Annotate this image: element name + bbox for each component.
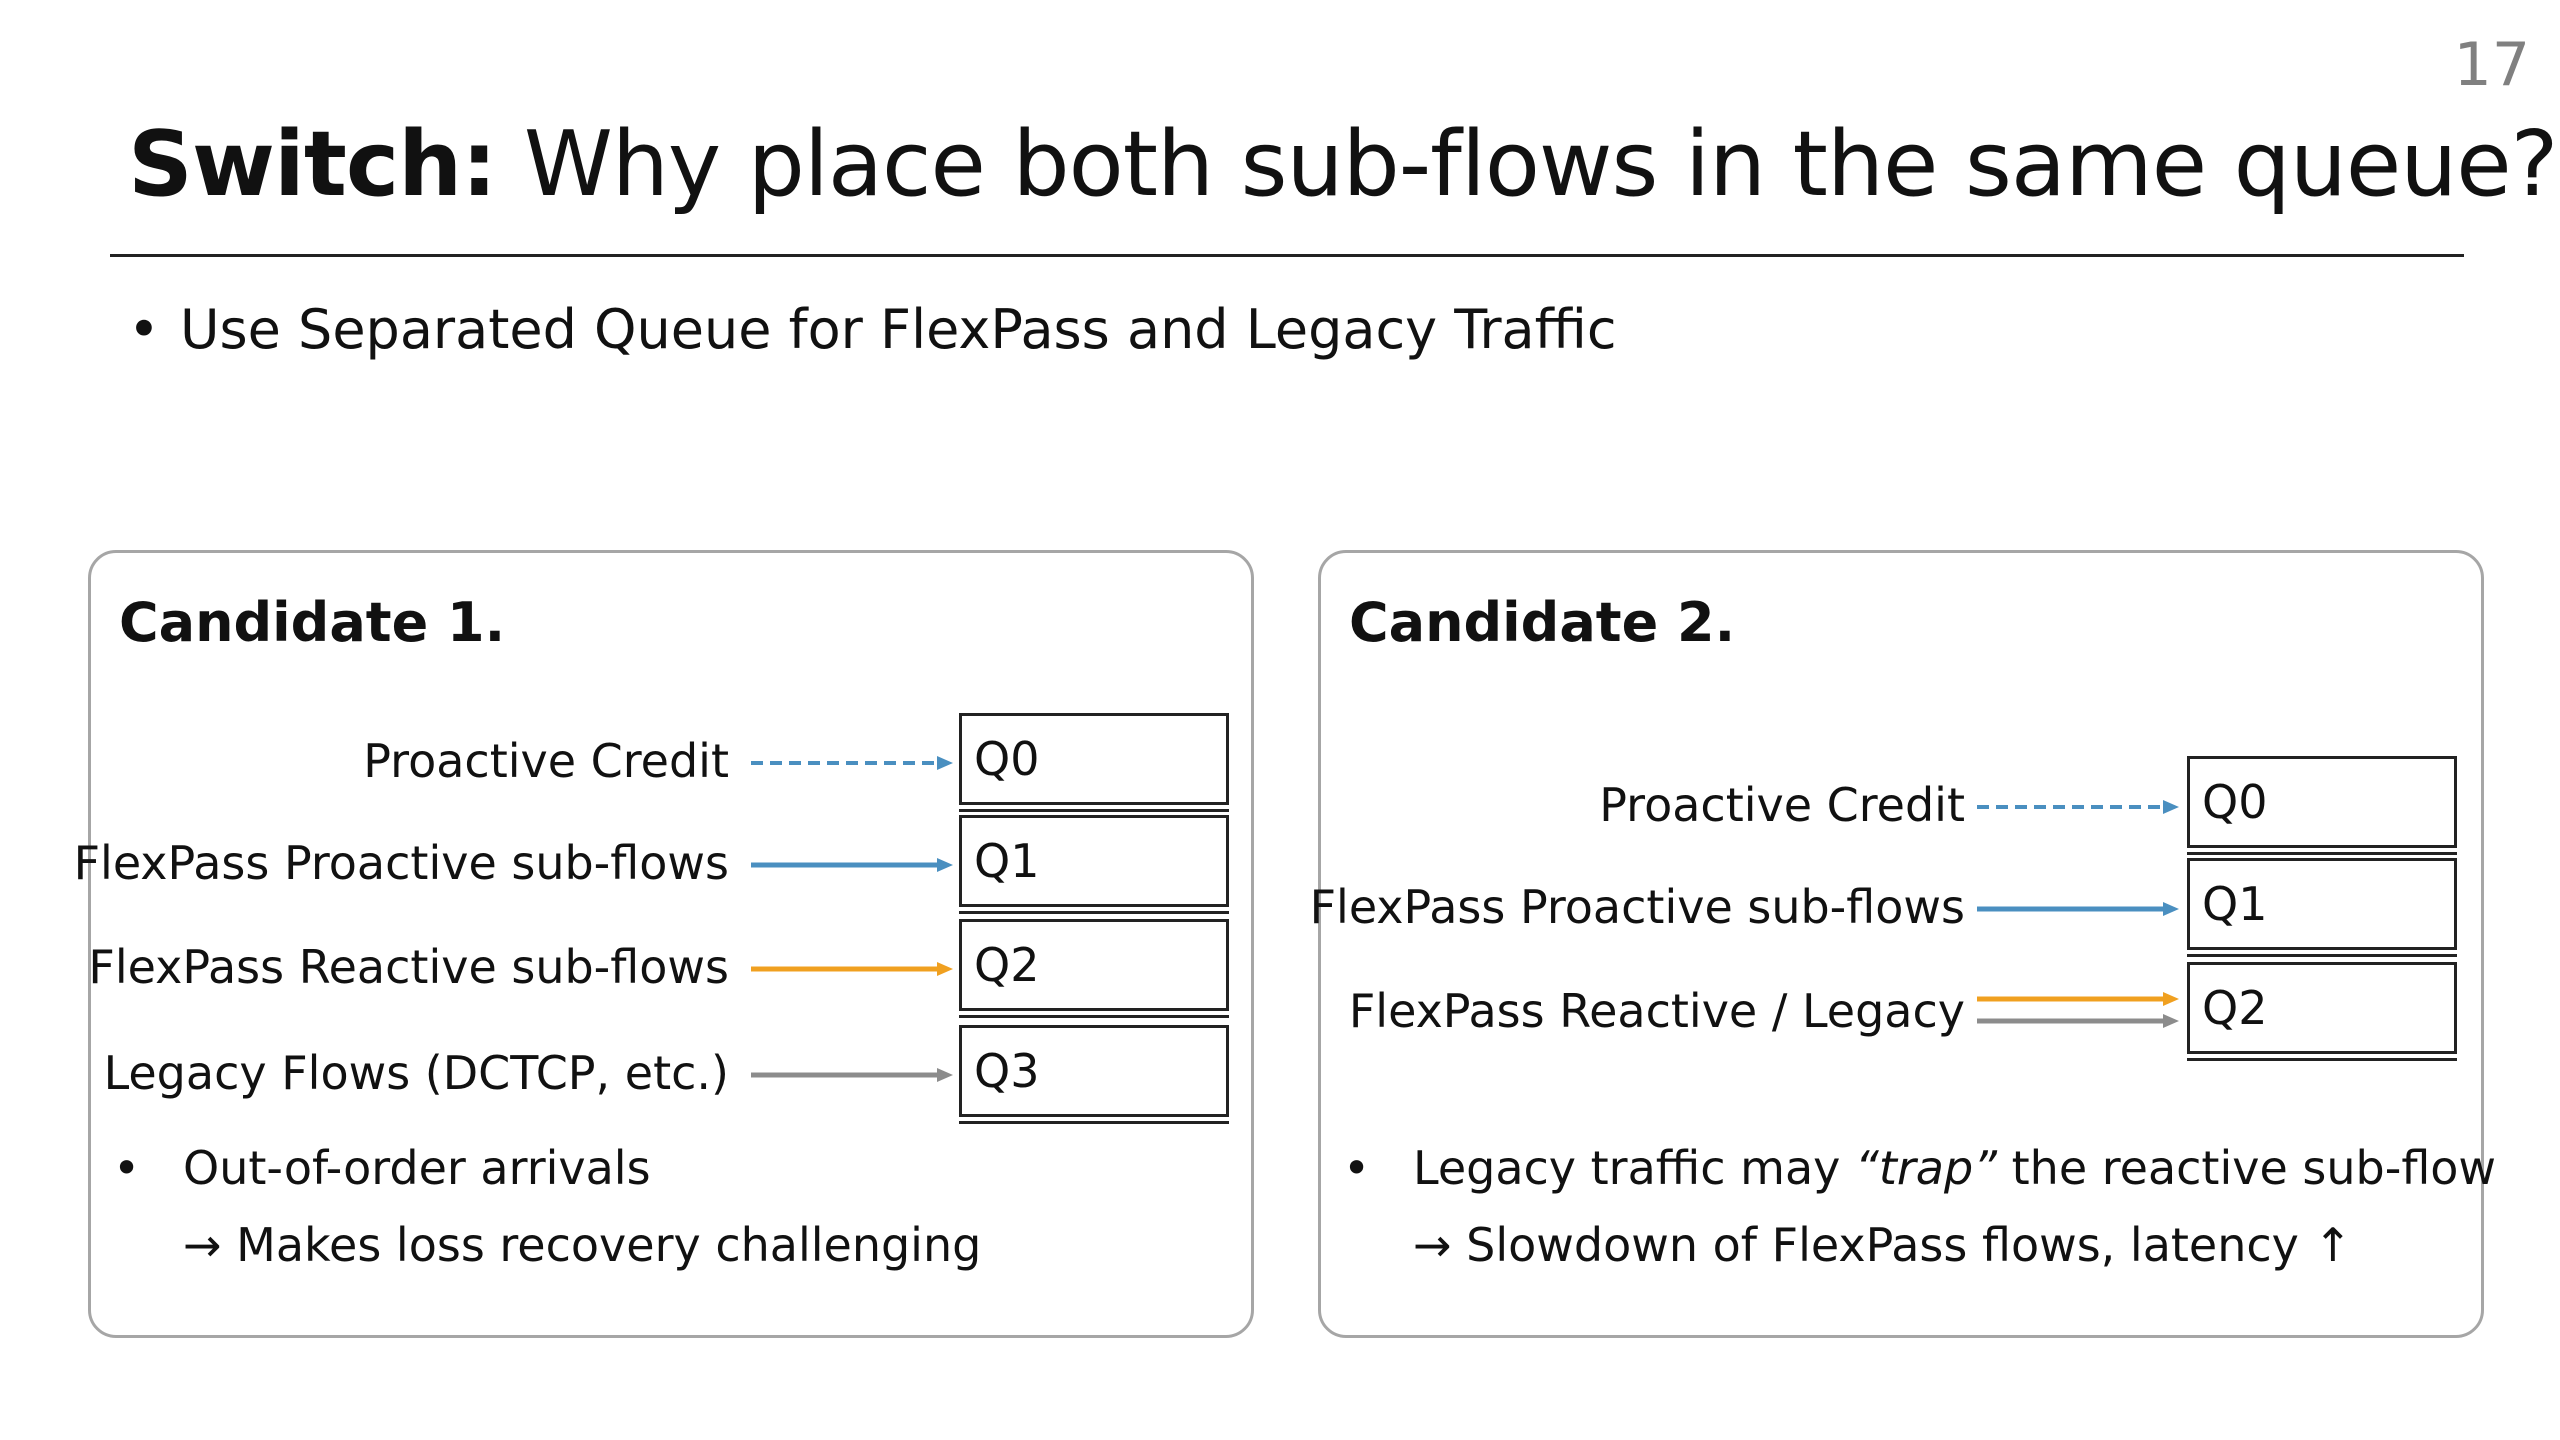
c1-queue-1: Q1 — [959, 815, 1229, 914]
page-number: 17 — [2453, 30, 2530, 100]
c2-note-text-post: the reactive sub-flow — [1997, 1141, 2497, 1195]
c2-arrowhead-0 — [2163, 800, 2179, 814]
c2-row-label-2: FlexPass Reactive / Legacy — [1348, 984, 1965, 1038]
c2-note-text-pre: Legacy traffic may — [1413, 1141, 1856, 1195]
c1-arrowhead-3 — [937, 1068, 953, 1082]
title-divider — [110, 254, 2464, 257]
c1-arrow-2 — [751, 962, 953, 976]
slide-title-rest: Why place both sub-flows in the same que… — [496, 112, 2559, 217]
slide-title-bold: Switch: — [128, 112, 497, 217]
c2-queue-2: Q2 — [2187, 962, 2457, 1061]
c2-row-label-0: Proactive Credit — [1599, 778, 1965, 832]
c1-queue-3: Q3 — [959, 1025, 1229, 1124]
c1-arrowhead-1 — [937, 858, 953, 872]
c2-arrowhead-2-reactive — [2163, 992, 2179, 1006]
c1-arrowhead-2 — [937, 962, 953, 976]
c2-note-line-2: → Slowdown of FlexPass flows, latency ↑ — [1413, 1218, 2353, 1272]
c2-note-text-em: “trap” — [1855, 1141, 1998, 1195]
main-bullet: • Use Separated Queue for FlexPass and Le… — [128, 295, 1617, 365]
c1-arrow-1 — [751, 858, 953, 872]
candidate-1-title: Candidate 1. — [119, 591, 506, 654]
c2-arrow-2 — [1977, 992, 2179, 1028]
c2-arrow-1 — [1977, 902, 2179, 916]
c1-note-bullet: • — [113, 1141, 141, 1195]
c1-arrowhead-0 — [937, 756, 953, 770]
c2-arrowhead-1 — [2163, 902, 2179, 916]
candidate-2-title: Candidate 2. — [1349, 591, 1736, 654]
c1-note-text-1: Out-of-order arrivals — [183, 1141, 651, 1195]
c1-arrow-0 — [751, 756, 953, 770]
c2-note-line-1: • Legacy traffic may “trap” the reactive … — [1343, 1138, 2496, 1198]
c2-queue-1: Q1 — [2187, 858, 2457, 957]
c2-arrow-0 — [1977, 800, 2179, 814]
c1-row-label-0: Proactive Credit — [363, 734, 729, 788]
main-bullet-text: Use Separated Queue for FlexPass and Leg… — [180, 298, 1617, 361]
c1-arrow-3 — [751, 1068, 953, 1082]
c1-row-label-1: FlexPass Proactive sub-flows — [73, 836, 729, 890]
candidate-2-panel: Candidate 2. Proactive Credit Q0 FlexPas… — [1310, 550, 2496, 1338]
c2-arrowhead-2-legacy — [2163, 1014, 2179, 1028]
c1-queue-0: Q0 — [959, 713, 1229, 812]
slide-title: Switch: Why place both sub-flows in the … — [128, 110, 2559, 220]
c1-row-label-2: FlexPass Reactive sub-flows — [88, 940, 729, 994]
c1-note-line-1: • Out-of-order arrivals — [113, 1138, 651, 1198]
candidate-1-panel: Candidate 1. Proactive Credit Q0 FlexPas… — [74, 550, 1254, 1338]
c1-queue-2: Q2 — [959, 919, 1229, 1018]
c2-row-label-1: FlexPass Proactive sub-flows — [1309, 880, 1965, 934]
c2-queue-0: Q0 — [2187, 756, 2457, 855]
bullet-marker: • — [128, 298, 160, 361]
c2-note-bullet: • — [1343, 1141, 1371, 1195]
c1-row-label-3: Legacy Flows (DCTCP, etc.) — [103, 1046, 729, 1100]
c1-note-line-2: → Makes loss recovery challenging — [183, 1218, 982, 1272]
